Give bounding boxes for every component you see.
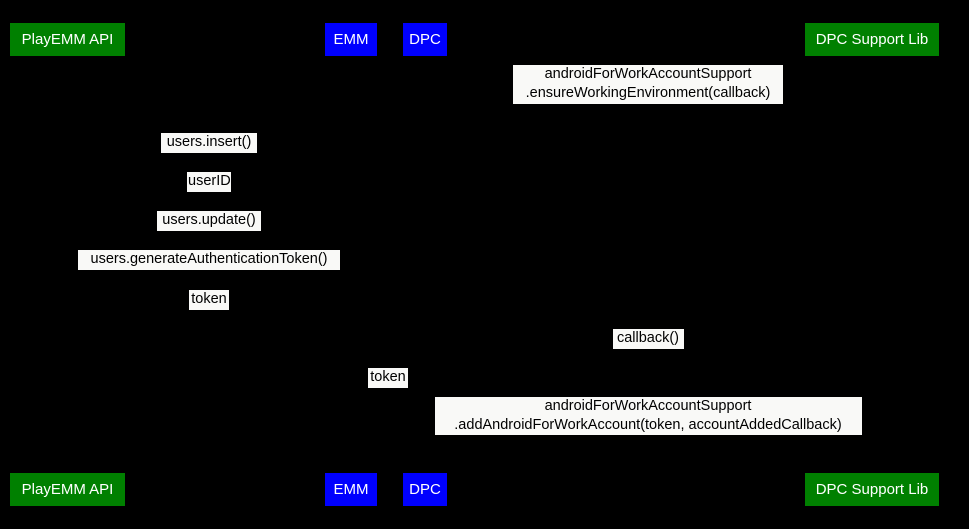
lifeline-emm [351, 56, 352, 473]
participant-playemm-api-bottom[interactable]: PlayEMM API [10, 473, 125, 506]
lifeline-playemm-api [68, 56, 69, 473]
message-text-line: users.insert() [166, 134, 252, 150]
message-label-3: userID [187, 172, 231, 192]
message-arrow-1 [425, 105, 872, 106]
message-label-2: users.insert() [161, 133, 257, 153]
message-label-5: users.generateAuthenticationToken() [78, 250, 340, 270]
lifeline-dpc [425, 56, 426, 473]
participant-dpc-support-lib-top[interactable]: DPC Support Lib [805, 23, 939, 56]
message-label-1: androidForWorkAccountSupport .ensureWorki… [513, 65, 783, 104]
participant-emm-top[interactable]: EMM [325, 23, 377, 56]
message-label-4: users.update() [157, 211, 261, 231]
participant-playemm-api-top[interactable]: PlayEMM API [10, 23, 125, 56]
message-label-7: callback() [612, 329, 684, 349]
participant-label: PlayEMM API [21, 481, 114, 498]
message-arrow-8 [351, 389, 425, 390]
message-text-line: .addAndroidForWorkAccount(token, account… [454, 417, 842, 433]
participant-label: EMM [333, 481, 369, 498]
message-arrow-3 [68, 193, 351, 194]
participant-dpc-top[interactable]: DPC [403, 23, 447, 56]
message-text-line: androidForWorkAccountSupport [544, 398, 752, 414]
message-arrow-4 [68, 232, 351, 233]
participant-label: DPC [409, 31, 441, 48]
message-text-line: token [191, 291, 227, 307]
participant-label: DPC [409, 481, 441, 498]
participant-dpc-support-lib-bottom[interactable]: DPC Support Lib [805, 473, 939, 506]
message-text-line: users.generateAuthenticationToken() [90, 251, 328, 267]
message-label-8: token [368, 368, 408, 388]
message-text-line: token [370, 369, 406, 385]
message-text-line: userID [188, 173, 231, 189]
message-arrow-7 [425, 350, 872, 351]
participant-label: EMM [333, 31, 369, 48]
message-arrow-2 [68, 154, 351, 155]
lifeline-dpc-support-lib [872, 56, 873, 473]
message-arrow-6 [68, 311, 351, 312]
message-text-line: androidForWorkAccountSupport [544, 66, 752, 82]
message-text-line: callback() [616, 330, 680, 346]
message-label-9: androidForWorkAccountSupport .addAndroidF… [434, 397, 862, 435]
participant-label: PlayEMM API [21, 31, 114, 48]
message-label-6: token [189, 290, 229, 310]
participant-dpc-bottom[interactable]: DPC [403, 473, 447, 506]
message-arrow-5 [68, 271, 351, 272]
message-text-line: users.update() [162, 212, 256, 228]
participant-emm-bottom[interactable]: EMM [325, 473, 377, 506]
participant-label: DPC Support Lib [815, 481, 929, 498]
message-text-line: .ensureWorkingEnvironment(callback) [525, 85, 771, 101]
message-arrow-9 [425, 436, 872, 437]
participant-label: DPC Support Lib [815, 31, 929, 48]
